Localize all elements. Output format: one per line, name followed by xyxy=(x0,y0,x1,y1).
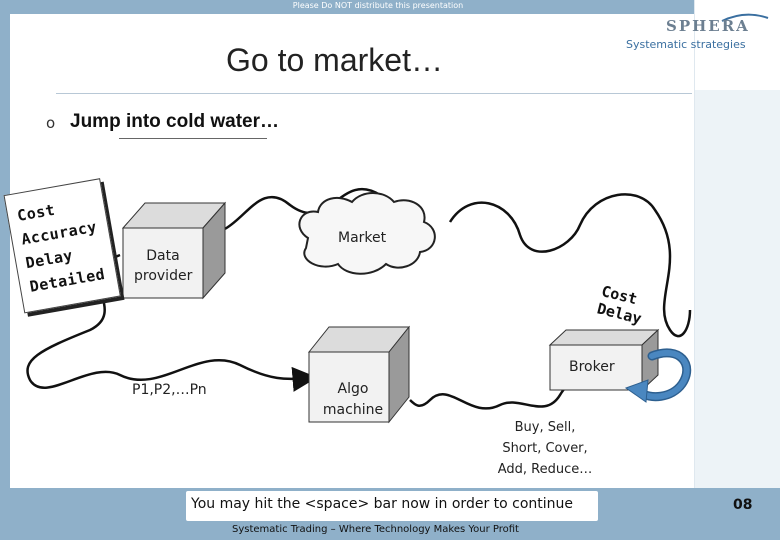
sticky-note-card xyxy=(4,178,121,313)
page-number: 08 xyxy=(733,497,752,513)
algo-label-line2: machine xyxy=(318,400,388,421)
data-provider-label: Data provider xyxy=(134,246,192,286)
orders-line1: Buy, Sell, xyxy=(490,417,600,438)
algo-label-line1: Algo xyxy=(318,379,388,400)
market-label: Market xyxy=(338,230,386,246)
prices-label: P1,P2,…Pn xyxy=(132,382,207,398)
footer-text: Systematic Trading – Where Technology Ma… xyxy=(232,524,519,535)
orders-line3: Add, Reduce… xyxy=(490,459,600,480)
broker-label: Broker xyxy=(569,359,615,375)
flow-line-market-to-broker xyxy=(450,194,690,336)
continue-instruction: You may hit the <space> bar now in order… xyxy=(191,496,573,512)
data-provider-label-line1: Data xyxy=(134,246,192,266)
algo-machine-label: Algo machine xyxy=(318,379,388,421)
requirements-sticky-note: Cost Accuracy Delay Detailed xyxy=(4,177,131,323)
orders-line2: Short, Cover, xyxy=(490,438,600,459)
orders-label: Buy, Sell, Short, Cover, Add, Reduce… xyxy=(490,417,600,480)
data-provider-label-line2: provider xyxy=(134,266,192,286)
